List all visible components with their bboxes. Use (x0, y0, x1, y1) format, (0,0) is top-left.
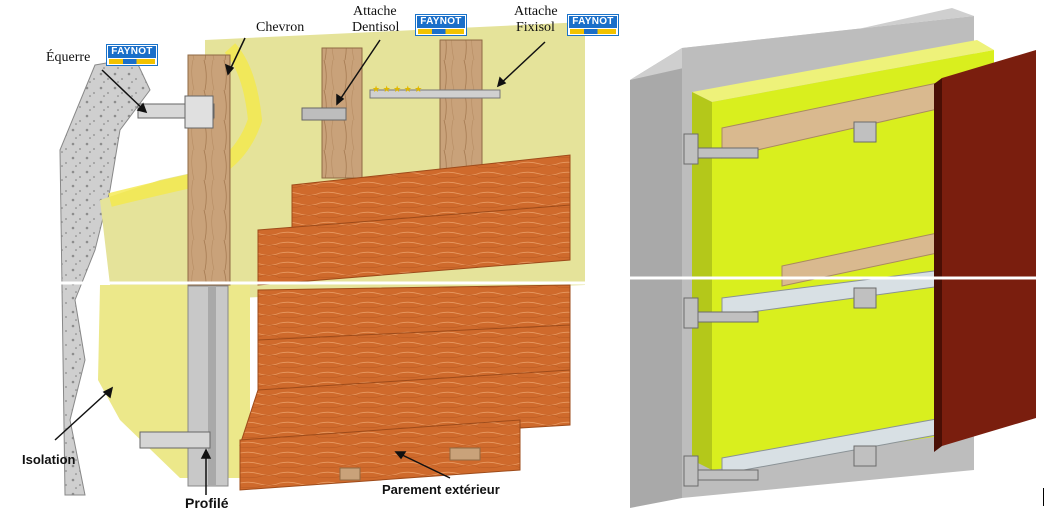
wood-cladding-illustration: ★ ★ ★ ★ ★ (54, 22, 585, 496)
label-profile: Profilé (185, 495, 229, 511)
label-chevron: Chevron (256, 20, 305, 35)
text-cursor (1043, 488, 1044, 506)
faynot-logo-text: FAYNOT (417, 16, 465, 28)
panel-cladding-diagram (622, 0, 1046, 520)
label-attache-dentisol-2: Dentisol (352, 20, 400, 35)
wall-bracket (683, 133, 699, 165)
cladding-panel (942, 50, 1036, 446)
concrete-wall (59, 57, 151, 496)
equerre-bracket (137, 95, 215, 129)
wall-bracket (683, 297, 699, 329)
wall-bracket (853, 121, 877, 143)
panel-cladding-render (622, 8, 1046, 508)
label-equerre: Équerre (46, 50, 91, 65)
siding-board (257, 204, 571, 286)
wall-bracket (853, 445, 877, 467)
chevron-post (187, 54, 231, 286)
wall-bracket (683, 455, 699, 487)
siding-board (239, 419, 521, 491)
chevron-post-3 (439, 39, 483, 181)
faynot-logo: FAYNOT (106, 44, 158, 66)
faynot-logo: FAYNOT (415, 14, 467, 36)
label-isolation: Isolation (22, 452, 76, 467)
insulation-top (692, 40, 994, 102)
wall-bracket (853, 287, 877, 309)
wall-bracket (697, 469, 759, 481)
faynot-logo-text: FAYNOT (569, 16, 617, 28)
label-attache-dentisol-1: Attache (353, 4, 397, 19)
insulation-side (692, 92, 712, 470)
wall-bracket (697, 311, 759, 323)
wall-bracket (697, 147, 759, 159)
label-attache-fixisol-2: Fixisol (516, 20, 555, 35)
wood-cladding-diagram: ★ ★ ★ ★ ★ Chevron Équerre Attache Denti (22, 4, 619, 511)
dentisol-attache (301, 107, 347, 121)
faynot-logo-text: FAYNOT (108, 46, 156, 58)
fixisol-attache: ★ ★ ★ ★ ★ (369, 84, 501, 99)
label-parement: Parement extérieur (382, 482, 500, 497)
lower-bracket (139, 431, 211, 449)
concrete-wall-top (630, 8, 974, 80)
cladding-panel-edge (934, 78, 942, 452)
svg-text:★ ★ ★ ★ ★: ★ ★ ★ ★ ★ (372, 84, 422, 94)
faynot-logo: FAYNOT (567, 14, 619, 36)
label-attache-fixisol-1: Attache (514, 4, 558, 19)
